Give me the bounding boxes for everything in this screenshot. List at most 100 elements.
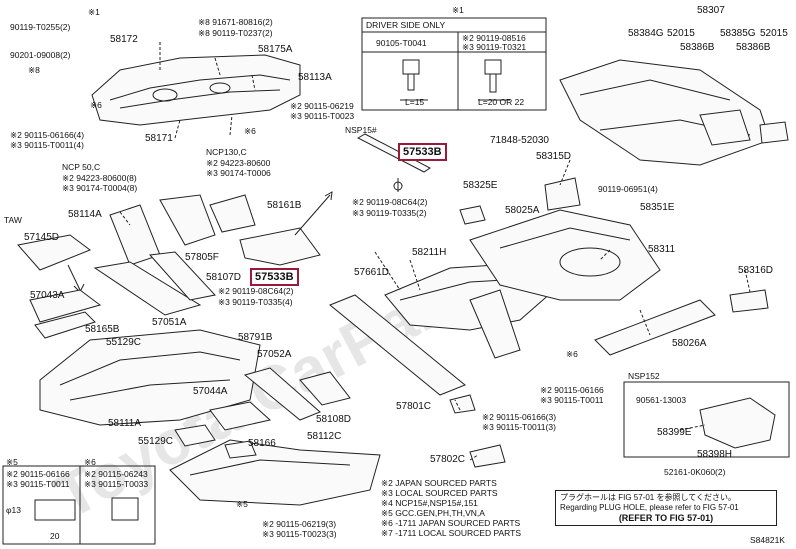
part-58398H-shape (699, 397, 776, 449)
fastener-90119-06951[interactable]: 90119-06951(4) (598, 184, 658, 194)
part-57661D-shape (329, 294, 466, 396)
driver-box-title: DRIVER SIDE ONLY (366, 20, 446, 30)
part-58107D[interactable]: 58107D (206, 272, 242, 283)
part-58316D[interactable]: 58316D (738, 265, 774, 276)
part-58385G[interactable]: 58385G (720, 28, 756, 39)
legend-a-head2[interactable]: ※3 90115-T0011 (6, 479, 70, 489)
part-52015-b[interactable]: 52015 (760, 28, 788, 39)
part-57533B-left[interactable]: 57533B (250, 268, 299, 286)
marker-6-b: ※6 (244, 126, 256, 136)
fastener-90174-T0006[interactable]: ※3 90174-T0006 (206, 168, 271, 178)
note-3: ※4 NCP15#,NSP15#,151 (381, 498, 478, 508)
part-58351E[interactable]: 58351E (640, 202, 675, 213)
fastener-90115-T0011-3[interactable]: ※3 90115-T0011(3) (482, 422, 556, 432)
part-58311[interactable]: 58311 (648, 244, 676, 255)
part-58112C[interactable]: 58112C (307, 431, 342, 442)
part-58026A-shape (594, 299, 716, 356)
part-58172[interactable]: 58172 (110, 34, 138, 45)
part-58165B[interactable]: 58165B (85, 324, 120, 335)
marker-6-a: ※6 (90, 100, 102, 110)
fastener-90115-06166-r[interactable]: ※2 90115-06166 (540, 385, 604, 395)
part-58026A[interactable]: 58026A (672, 338, 707, 349)
part-58315D[interactable]: 58315D (536, 151, 572, 162)
part-52015[interactable]: 52015 (667, 28, 695, 39)
part-57052A[interactable]: 57052A (257, 349, 292, 360)
legend-b-head[interactable]: ※2 90115-06243 (84, 469, 148, 479)
legend-b-head2[interactable]: ※3 90115-T0033 (84, 479, 149, 489)
part-58386B-b[interactable]: 58386B (736, 42, 771, 53)
part-58025A[interactable]: 58025A (505, 205, 540, 216)
part-58399E[interactable]: 58399E (657, 427, 692, 438)
fastener-90115-T0023[interactable]: ※3 90115-T0023 (290, 111, 355, 121)
fastener-91671-80816[interactable]: ※8 91671-80816(2) (198, 17, 273, 27)
part-58791B[interactable]: 58791B (238, 332, 273, 343)
part-57801C[interactable]: 57801C (396, 401, 432, 412)
legend-marker-6: ※6 (84, 457, 96, 467)
fastener-90119-T0255[interactable]: 90119-T0255(2) (10, 22, 71, 32)
part-58307[interactable]: 58307 (697, 5, 725, 16)
fastener-90115-T0011-4[interactable]: ※3 90115-T0011(4) (10, 140, 84, 150)
variant-ncp50: NCP 50,C (62, 162, 101, 172)
part-57533B-top[interactable]: 57533B (398, 143, 447, 161)
fastener-90119-08C64-left[interactable]: ※2 90119-08C64(2) (218, 286, 294, 296)
part-57051A[interactable]: 57051A (152, 317, 187, 328)
fastener-90115-06166-3[interactable]: ※2 90115-06166(3) (482, 412, 557, 422)
part-57805F[interactable]: 57805F (185, 252, 219, 263)
fastener-90115-06219[interactable]: ※2 90115-06219 (290, 101, 354, 111)
part-58384G[interactable]: 58384G (628, 28, 664, 39)
legend-dim-h: φ13 (6, 505, 21, 515)
part-58398H[interactable]: 58398H (697, 449, 733, 460)
part-71848-52030[interactable]: 71848-52030 (490, 135, 549, 146)
driver-box-col1[interactable]: 90105-T0041 (376, 38, 427, 48)
part-58111A[interactable]: 58111A (108, 418, 141, 429)
part-58113A[interactable]: 58113A (298, 72, 332, 83)
fastener-90201-09008[interactable]: 90201-09008(2) (10, 50, 71, 60)
part-58171[interactable]: 58171 (145, 133, 173, 144)
fastener-90119-08C64-top[interactable]: ※2 90119-08C64(2) (352, 197, 428, 207)
fastener-90119-T0335-left[interactable]: ※3 90119-T0335(4) (218, 297, 293, 307)
fastener-94223-80600[interactable]: ※2 94223-80600 (206, 158, 271, 168)
part-57802C[interactable]: 57802C (430, 454, 466, 465)
part-58166[interactable]: 58166 (248, 438, 276, 449)
part-55129C-b[interactable]: 55129C (138, 436, 174, 447)
driver-side-box-frame (361, 17, 547, 111)
reference-link[interactable]: (REFER TO FIG 57-01) (618, 513, 714, 523)
part-58325E[interactable]: 58325E (463, 180, 498, 191)
part-58386B[interactable]: 58386B (680, 42, 715, 53)
fastener-90115-06166-4[interactable]: ※2 90115-06166(4) (10, 130, 85, 140)
part-58211H[interactable]: 58211H (412, 247, 447, 258)
legend-a-head[interactable]: ※2 90115-06166 (6, 469, 70, 479)
part-55129C[interactable]: 55129C (106, 337, 142, 348)
fastener-90174-T0004-8[interactable]: ※3 90174-T0004(8) (62, 183, 138, 193)
part-57044A[interactable]: 57044A (193, 386, 228, 397)
fastener-90115-T0011-r[interactable]: ※3 90115-T0011 (540, 395, 604, 405)
part-57661D[interactable]: 57661D (354, 267, 390, 278)
variant-ncp130: NCP130,C (206, 147, 247, 157)
driver-box-col2b[interactable]: ※3 90119-T0321 (462, 42, 527, 52)
part-58175A[interactable]: 58175A (258, 44, 293, 55)
nsp152-box-frame (623, 381, 790, 458)
part-58311-shape (469, 209, 661, 301)
reference-line-en: Regarding PLUG HOLE, please refer to FIG… (560, 503, 739, 512)
part-58161B[interactable]: 58161B (267, 200, 302, 211)
fastener-90115-T0023-3[interactable]: ※3 90115-T0023(3) (262, 529, 337, 539)
part-90561-13003[interactable]: 90561-13003 (636, 395, 687, 405)
fastener-90119-T0237[interactable]: ※8 90119-T0237(2) (198, 28, 273, 38)
part-58114A[interactable]: 58114A (68, 209, 102, 220)
part-57043A[interactable]: 57043A (30, 290, 65, 301)
driver-box-dim1: L=15 (405, 97, 425, 107)
part-57145D[interactable]: 57145D (24, 232, 60, 243)
source-notes: ※2 JAPAN SOURCED PARTS ※3 LOCAL SOURCED … (381, 478, 521, 538)
fastener-90115-06219-3[interactable]: ※2 90115-06219(3) (262, 519, 337, 529)
note-6: ※7 -1711 LOCAL SOURCED PARTS (381, 528, 522, 538)
fastener-90119-T0335-top[interactable]: ※3 90119-T0335(2) (352, 208, 427, 218)
fastener-94223-80600-8[interactable]: ※2 94223-80600(8) (62, 173, 137, 183)
variant-nsp15: NSP15# (345, 125, 377, 135)
part-58108D[interactable]: 58108D (316, 414, 352, 425)
driver-box-col2a[interactable]: ※2 90119-08516 (462, 33, 526, 43)
note-1: ※2 JAPAN SOURCED PARTS (381, 478, 497, 488)
part-57052A-shape (243, 367, 321, 421)
part-52161-0K060[interactable]: 52161-0K060(2) (664, 467, 726, 477)
part-57145D-shape (17, 234, 92, 271)
